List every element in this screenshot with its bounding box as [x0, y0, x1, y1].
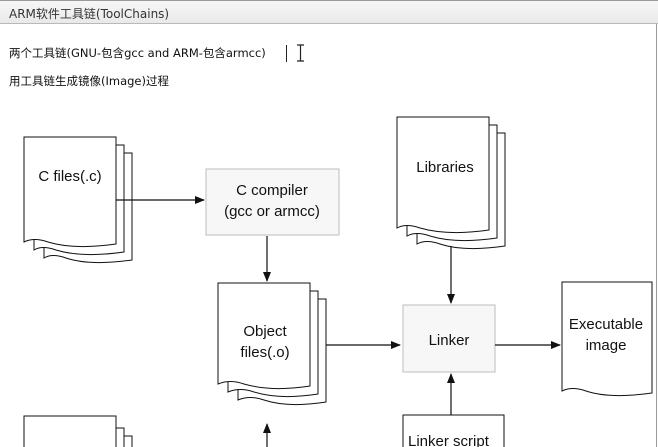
text-line-image-process[interactable]: 用工具链生成镜像(Image)过程 [9, 74, 169, 88]
object-label-1: Object [243, 323, 287, 340]
libraries-label: Libraries [416, 159, 474, 176]
executable-image-document: Executable image [561, 281, 653, 397]
compiler-label-1: C compiler [236, 182, 308, 199]
text-caret [286, 45, 287, 62]
executable-label-1: Executable [569, 316, 643, 333]
linker-box: Linker [402, 304, 496, 373]
linker-script-box: Linker script [402, 414, 505, 447]
c-files-document: C files(.c) [23, 136, 133, 264]
executable-label-2: image [586, 337, 627, 354]
libraries-document: Libraries [396, 116, 506, 250]
object-label-2: files(.o) [240, 344, 289, 361]
c-compiler-box: C compiler (gcc or armcc) [205, 168, 340, 236]
text-cursor-icon [297, 44, 304, 62]
text-line-toolchains[interactable]: 两个工具链(GNU-包含gcc and ARM-包含armcc) [9, 46, 266, 60]
bottom-left-document [23, 415, 133, 447]
linker-label: Linker [429, 332, 470, 349]
c-files-label: C files(.c) [38, 168, 101, 185]
window-title: ARM软件工具链(ToolChains) [9, 7, 170, 21]
object-files-document: Object files(.o) [217, 282, 327, 406]
linker-script-label: Linker script [408, 433, 490, 447]
title-bar: ARM软件工具链(ToolChains) [0, 0, 658, 24]
compiler-label-2: (gcc or armcc) [224, 203, 320, 220]
